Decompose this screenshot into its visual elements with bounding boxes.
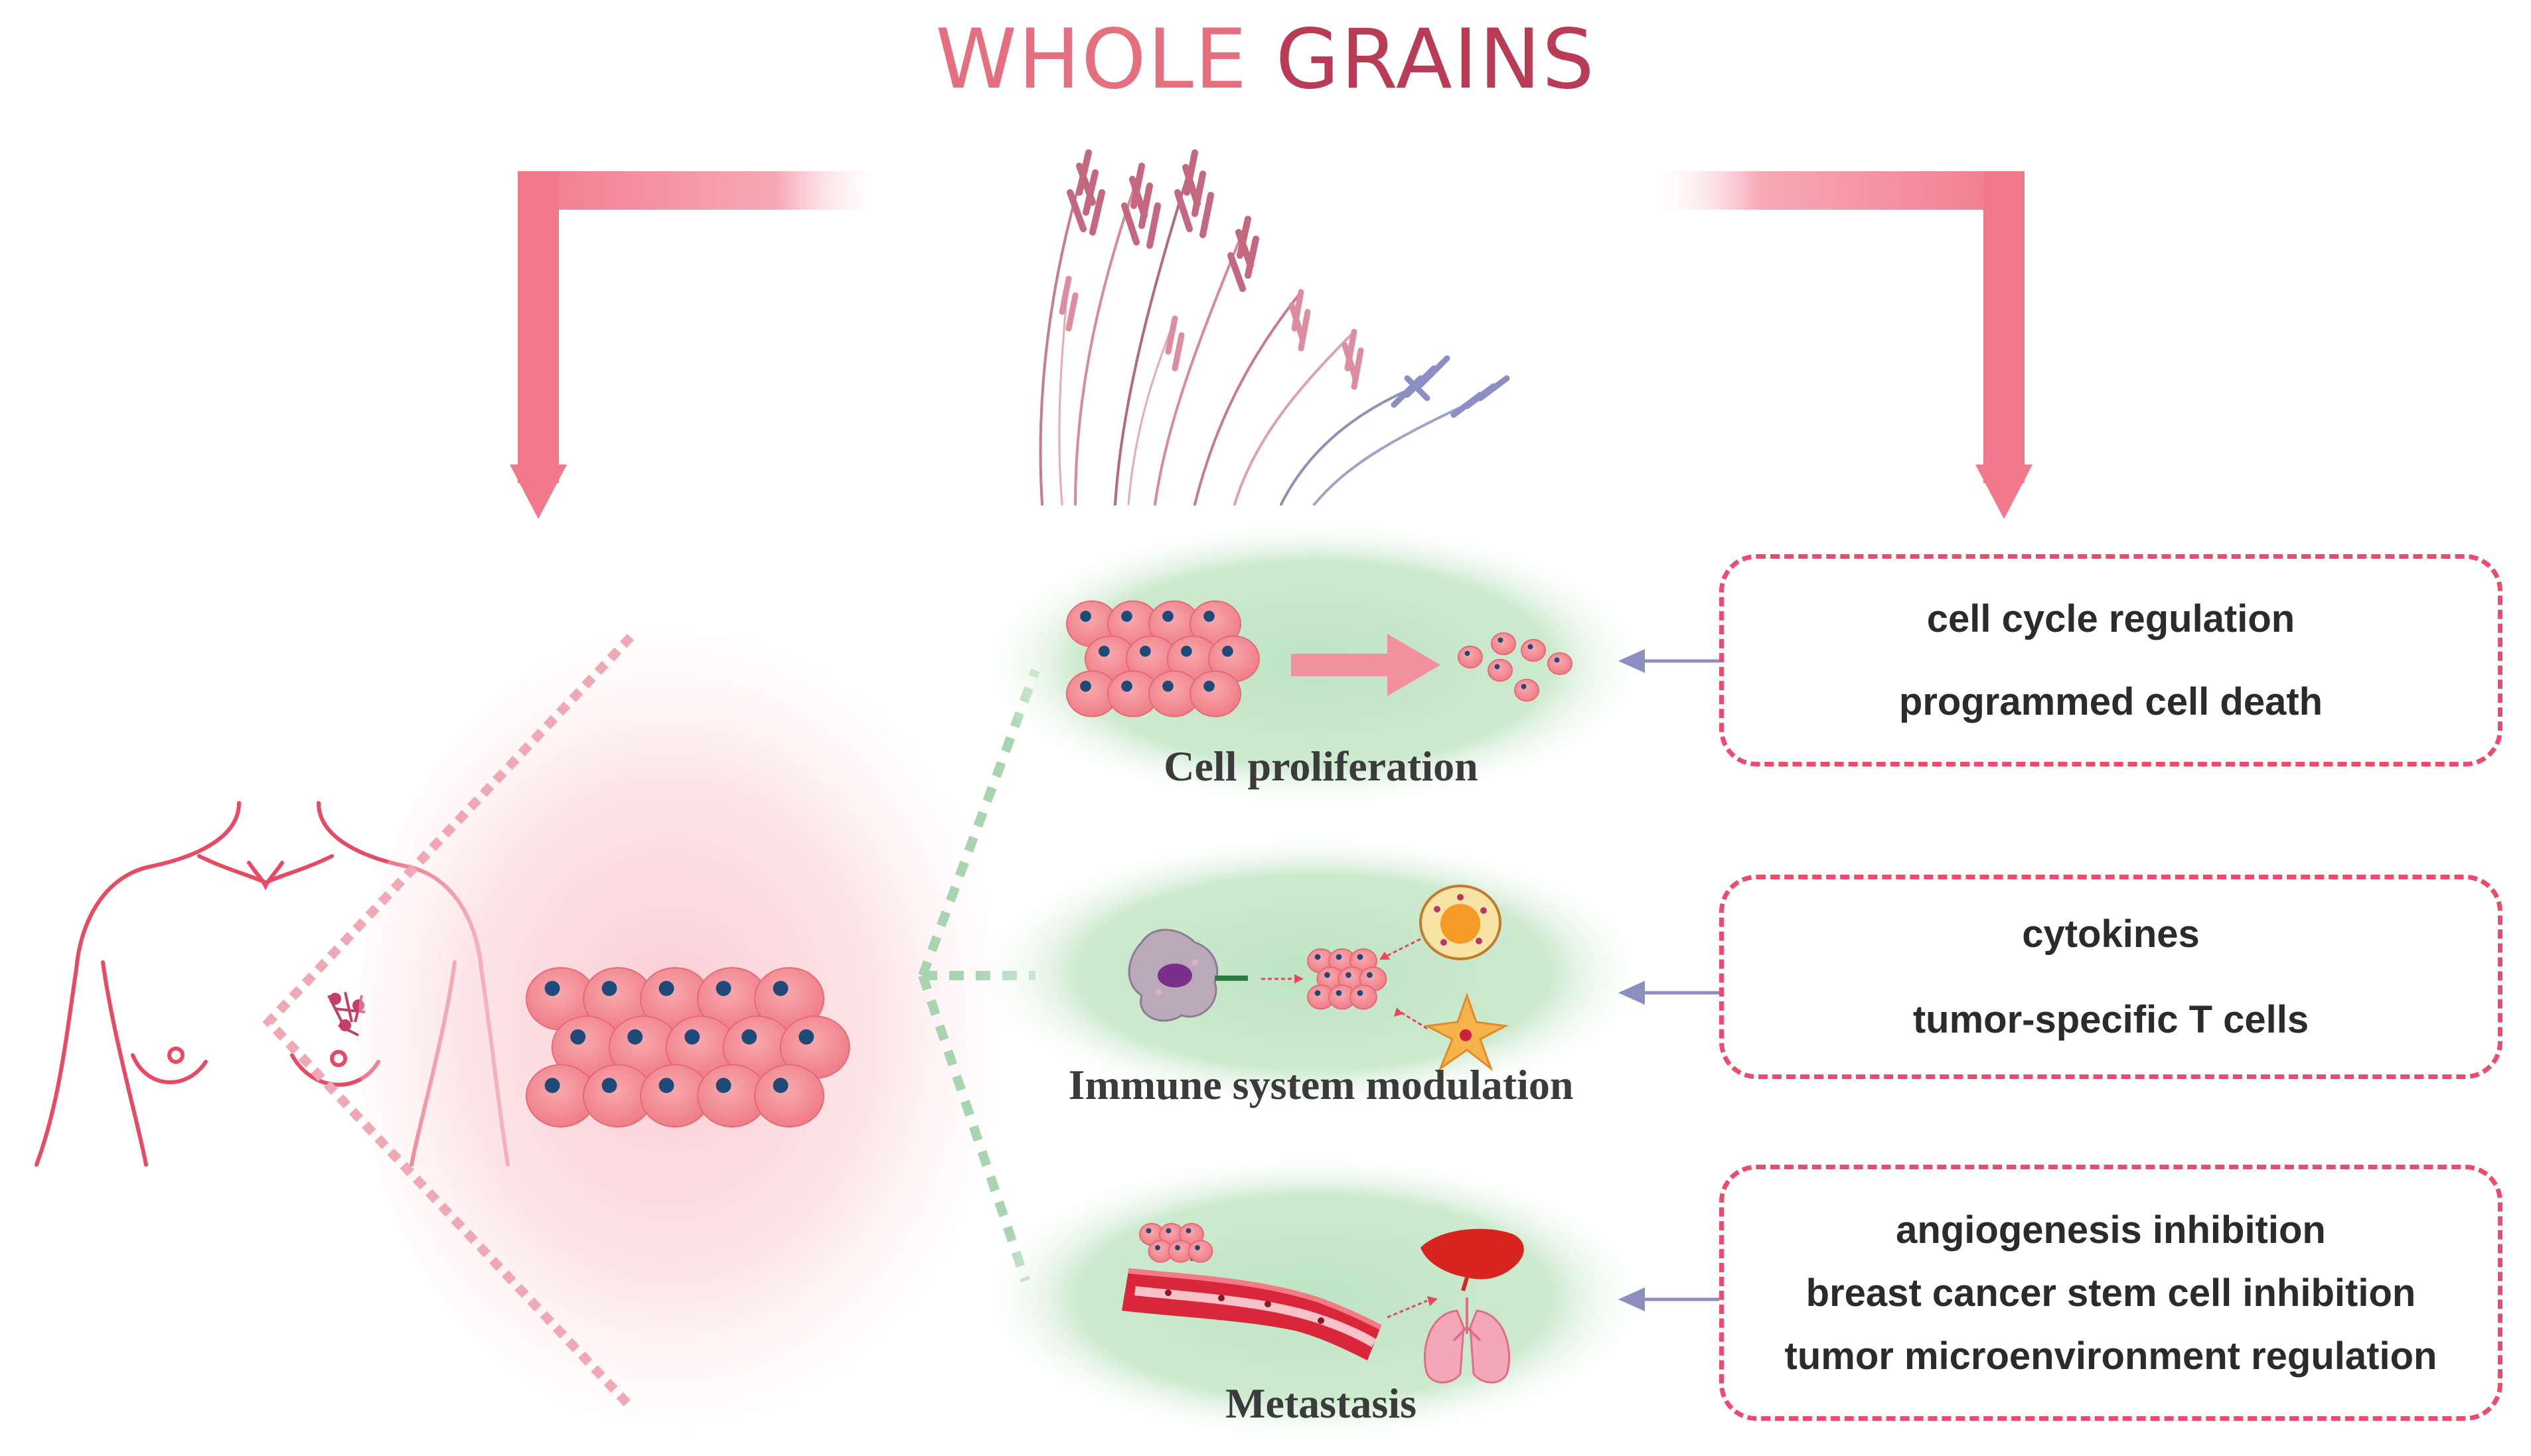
mechanism-label-immune-modulation: Immune system modulation xyxy=(1068,1061,1574,1108)
cell-nucleus xyxy=(716,980,731,996)
cell-nucleus xyxy=(627,1029,643,1045)
cell-nucleus xyxy=(1222,645,1233,657)
vessel-tumor-cells-icon xyxy=(1139,1222,1213,1263)
cell-nucleus xyxy=(1175,1245,1180,1251)
cell-nucleus xyxy=(716,1078,731,1094)
cell-nucleus xyxy=(1146,1228,1152,1234)
tumor-cell xyxy=(1189,670,1241,717)
cell-nucleus xyxy=(1140,645,1151,657)
tumor-cells-icon xyxy=(526,967,850,1128)
proliferation-cluster-icon xyxy=(1066,600,1260,717)
cell-nucleus xyxy=(1195,1245,1200,1251)
cell-nucleus xyxy=(1203,680,1215,692)
cell-nucleus xyxy=(1464,650,1470,656)
cell-nucleus xyxy=(1162,611,1174,622)
interaction-arrow-icon xyxy=(1261,974,1304,983)
cell-nucleus xyxy=(601,980,617,996)
cell-nucleus xyxy=(1527,644,1533,650)
cell-nucleus xyxy=(1554,657,1560,663)
left-flow-arrow xyxy=(510,171,889,519)
tumor-cell xyxy=(1514,678,1539,702)
tumor-cell xyxy=(1547,652,1572,676)
tumor-cell xyxy=(1458,645,1483,669)
cell-nucleus xyxy=(773,980,789,996)
effect-box-proliferation: cell cycle regulation programmed cell de… xyxy=(1719,554,2502,766)
mechanism-label-metastasis: Metastasis xyxy=(1225,1380,1417,1427)
cell-nucleus xyxy=(1314,990,1321,996)
cell-nucleus xyxy=(1336,990,1342,996)
proliferation-arrow-icon xyxy=(1291,634,1440,696)
cell-nucleus xyxy=(1521,684,1527,690)
effect-item: breast cancer stem cell inhibition xyxy=(1805,1271,2416,1315)
effect-item: tumor-specific T cells xyxy=(1912,998,2309,1041)
lymphocyte-icon xyxy=(1419,885,1501,960)
cell-nucleus xyxy=(658,1078,674,1094)
liver-icon xyxy=(1420,1228,1524,1291)
effect-item: cell cycle regulation xyxy=(1926,597,2295,640)
cell-nucleus xyxy=(1367,972,1373,978)
cell-nucleus xyxy=(544,1078,560,1094)
cell-nucleus xyxy=(1162,680,1174,692)
pointer-arrow xyxy=(1618,981,1726,1005)
tumor-cell xyxy=(1491,632,1516,656)
page-title: WHOLE GRAINS xyxy=(935,12,1596,108)
dispersed-cells-icon xyxy=(1458,632,1572,702)
signal-arrows-icon xyxy=(1379,938,1428,1030)
macrophage-icon xyxy=(1128,928,1248,1022)
cell-nucleus xyxy=(1336,954,1342,960)
zoom-lines xyxy=(262,634,635,1410)
cell-nucleus xyxy=(544,980,560,996)
cell-nucleus xyxy=(1080,611,1091,622)
cell-nucleus xyxy=(1186,1228,1191,1234)
cell-nucleus xyxy=(1121,611,1132,622)
tumor-cell xyxy=(1488,658,1513,682)
cell-nucleus xyxy=(1121,680,1132,692)
dendritic-cell-icon xyxy=(1424,992,1509,1072)
cell-nucleus xyxy=(1203,611,1215,622)
mechanism-label-cell-proliferation: Cell proliferation xyxy=(1164,743,1478,790)
pointer-arrow xyxy=(1618,649,1726,673)
cell-nucleus xyxy=(741,1029,757,1045)
spread-arrow-icon xyxy=(1387,1296,1438,1319)
wheat-icon xyxy=(1039,149,1510,506)
cell-nucleus xyxy=(1314,954,1321,960)
cell-nucleus xyxy=(601,1078,617,1094)
cell-nucleus xyxy=(799,1029,814,1045)
effect-item: tumor microenvironment regulation xyxy=(1784,1334,2437,1378)
cell-nucleus xyxy=(570,1029,586,1045)
cell-nucleus xyxy=(1357,990,1363,996)
effect-item: programmed cell death xyxy=(1898,680,2323,723)
effect-item: cytokines xyxy=(2022,912,2200,956)
tumor-cells-small-icon xyxy=(1307,948,1387,1010)
cell-nucleus xyxy=(1099,645,1110,657)
cell-nucleus xyxy=(684,1029,700,1045)
cell-nucleus xyxy=(1494,664,1500,670)
tumor-cell xyxy=(1521,638,1546,662)
cell-nucleus xyxy=(1324,972,1330,978)
cell-nucleus xyxy=(1181,645,1192,657)
right-flow-arrow xyxy=(1646,171,2032,519)
cell-nucleus xyxy=(1345,972,1351,978)
effect-box-immune: cytokines tumor-specific T cells xyxy=(1719,875,2502,1079)
effect-box-metastasis: angiogenesis inhibition breast cancer st… xyxy=(1719,1165,2502,1421)
cell-nucleus xyxy=(1357,954,1363,960)
effect-item: angiogenesis inhibition xyxy=(1896,1208,2326,1252)
cell-nucleus xyxy=(1155,1245,1160,1251)
cell-nucleus xyxy=(1080,680,1091,692)
tumor-cell xyxy=(1349,984,1377,1010)
cell-nucleus xyxy=(1166,1228,1172,1234)
cell-nucleus xyxy=(773,1078,789,1094)
cell-nucleus xyxy=(658,980,674,996)
tumor-cell xyxy=(754,1064,824,1128)
lungs-icon xyxy=(1423,1297,1511,1384)
tumor-cell xyxy=(1188,1240,1213,1263)
cell-nucleus xyxy=(1497,637,1503,643)
pointer-arrow xyxy=(1618,1287,1726,1311)
